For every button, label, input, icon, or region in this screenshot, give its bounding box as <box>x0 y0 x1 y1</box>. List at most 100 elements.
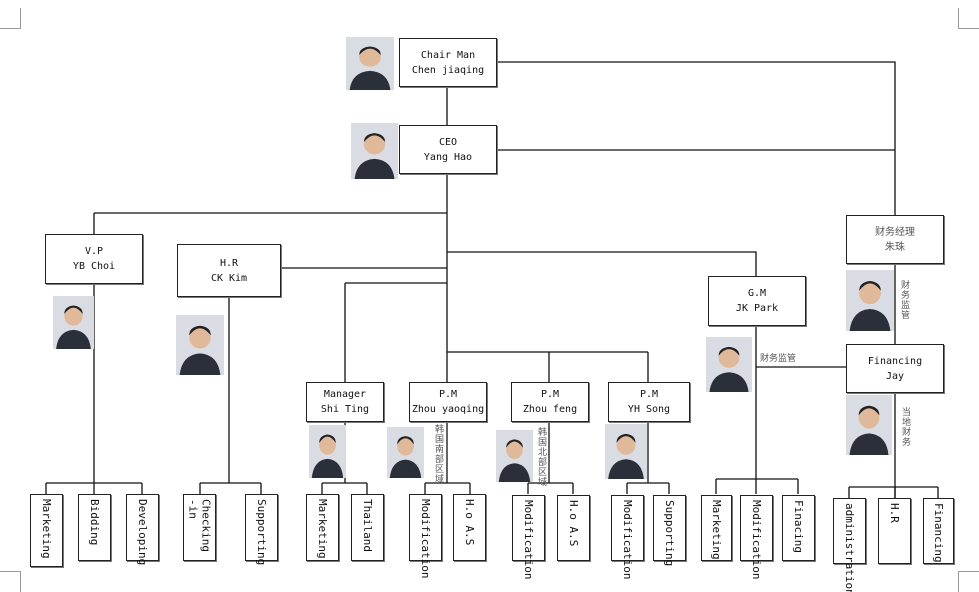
unit-box[interactable]: Modification <box>512 495 545 580</box>
position-title: P.M <box>639 389 659 400</box>
vp-box[interactable]: V.P YB Choi <box>45 234 143 284</box>
unit-box[interactable]: H.o A.S <box>557 495 590 561</box>
unit-label: Thailand <box>361 499 374 552</box>
pm-zhou-feng-photo <box>496 430 533 482</box>
pm-zhou-feng-box[interactable]: P.M Zhou feng <box>511 382 589 422</box>
unit-box[interactable]: Marketing <box>306 494 339 561</box>
person-icon <box>846 270 894 331</box>
position-title: V.P <box>84 246 104 257</box>
finance-supervision-label: 财务监管 <box>760 354 797 364</box>
unit-box[interactable]: Financing <box>923 498 954 564</box>
unit-label: H.o A.S <box>463 499 476 546</box>
hr-photo <box>176 315 224 375</box>
unit-label: Bidding <box>88 499 101 546</box>
unit-box[interactable]: Finacing <box>782 495 815 561</box>
finance-manager-box[interactable]: 财务经理 朱珠 <box>846 215 944 264</box>
unit-box[interactable]: Marketing <box>701 495 732 561</box>
person-name: YH Song <box>627 404 671 415</box>
crop-mark <box>0 571 21 592</box>
unit-label: Modification <box>522 500 535 580</box>
unit-label: Developing <box>136 499 149 566</box>
manager-photo <box>309 425 346 478</box>
ceo-photo <box>351 123 398 179</box>
unit-box[interactable]: Checking -in <box>183 494 216 561</box>
position-title: G.M <box>747 288 767 299</box>
person-icon <box>496 430 533 482</box>
person-icon <box>846 395 892 455</box>
ceo-box[interactable]: CEO Yang Hao <box>399 125 497 174</box>
unit-label: Marketing <box>316 499 329 559</box>
financing-box[interactable]: Financing Jay <box>846 344 944 393</box>
chairman-photo <box>346 37 394 90</box>
person-icon <box>176 315 224 375</box>
finance-supervision-label: 财务监管 <box>899 280 909 320</box>
unit-box[interactable]: H.R <box>878 498 911 564</box>
local-finance-label: 当地财务 <box>900 407 910 447</box>
person-icon <box>346 37 394 90</box>
position-title: P.M <box>438 389 458 400</box>
person-icon <box>387 427 424 478</box>
unit-label: Checking -in <box>186 499 213 552</box>
unit-box[interactable]: Modification <box>409 494 442 579</box>
person-name: YB Choi <box>72 261 116 272</box>
financing-photo <box>846 395 892 455</box>
manager-box[interactable]: Manager Shi Ting <box>306 382 384 422</box>
pm-yh-song-photo <box>605 424 647 479</box>
unit-box[interactable]: Thailand <box>351 494 384 561</box>
hr-box[interactable]: H.R CK Kim <box>177 244 281 297</box>
unit-label: Supporting <box>255 499 268 566</box>
unit-box[interactable]: H.o A.S <box>453 494 486 561</box>
unit-label: administration <box>843 503 856 592</box>
person-icon <box>53 296 94 349</box>
person-name: Zhou feng <box>522 404 578 415</box>
chairman-box[interactable]: Chair Man Chen jiaqing <box>399 38 497 87</box>
unit-label: Financing <box>932 503 945 563</box>
unit-label: Marketing <box>40 499 53 559</box>
gm-box[interactable]: G.M JK Park <box>708 276 806 326</box>
unit-label: Finacing <box>792 500 805 553</box>
region-label: 韩国南部区域 <box>433 424 443 484</box>
unit-box[interactable]: Supporting <box>653 495 686 567</box>
unit-box[interactable]: Modification <box>611 495 644 580</box>
unit-box[interactable]: administration <box>833 498 866 592</box>
crop-mark <box>958 8 979 29</box>
unit-box[interactable]: Developing <box>126 494 159 566</box>
person-name: Chen jiaqing <box>411 64 485 76</box>
person-name: Yang Hao <box>423 151 473 163</box>
person-icon <box>351 123 398 179</box>
position-title: CEO <box>438 136 458 148</box>
unit-box[interactable]: Marketing <box>30 494 63 567</box>
unit-label: H.R <box>888 503 901 523</box>
person-name: 朱珠 <box>885 241 905 253</box>
unit-label: H.o A.S <box>567 500 580 547</box>
crop-mark <box>0 8 21 29</box>
person-name: JK Park <box>735 303 779 314</box>
position-title: Manager <box>323 389 367 400</box>
position-title: P.M <box>540 389 560 400</box>
unit-box[interactable]: Supporting <box>245 494 278 566</box>
region-label: 韩国北部区域 <box>536 427 546 487</box>
person-icon <box>309 425 346 478</box>
unit-box[interactable]: Modification <box>740 495 773 580</box>
pm-zhou-yaoqing-photo <box>387 427 424 478</box>
crop-mark <box>958 571 979 592</box>
position-title: Financing <box>867 355 923 367</box>
unit-label: Modification <box>419 499 432 579</box>
unit-label: Modification <box>621 500 634 580</box>
position-title: 财务经理 <box>875 226 915 238</box>
pm-yh-song-box[interactable]: P.M YH Song <box>608 382 690 422</box>
gm-photo <box>706 337 752 392</box>
person-name: Zhou yaoqing <box>411 404 485 415</box>
person-name: CK Kim <box>210 272 248 284</box>
pm-zhou-yaoqing-box[interactable]: P.M Zhou yaoqing <box>409 382 487 422</box>
position-title: H.R <box>219 257 239 269</box>
unit-label: Supporting <box>663 500 676 567</box>
unit-label: Modification <box>750 500 763 580</box>
unit-box[interactable]: Bidding <box>78 494 111 561</box>
position-title: Chair Man <box>420 49 476 61</box>
unit-label: Marketing <box>710 500 723 560</box>
person-icon <box>706 337 752 392</box>
finance-manager-photo <box>846 270 894 331</box>
